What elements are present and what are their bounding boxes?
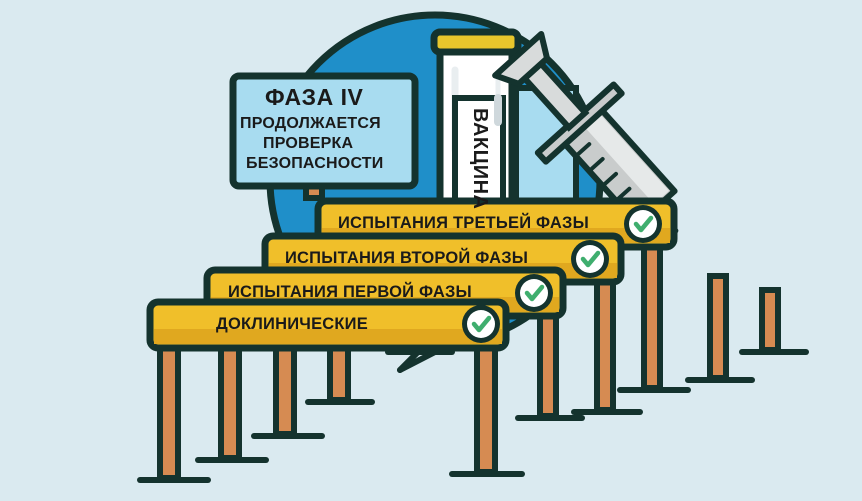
check-badge [462,305,500,343]
post [685,273,755,383]
check-badge [515,274,553,312]
post [739,287,809,355]
check-badge [571,240,609,278]
vaccine-vial [430,28,522,214]
support-posts-front [137,343,525,483]
step-sign-preclinical[interactable] [146,298,510,352]
post [251,343,325,439]
check-badge [624,205,662,243]
post [449,343,525,477]
phase-four-sign[interactable] [229,72,419,201]
